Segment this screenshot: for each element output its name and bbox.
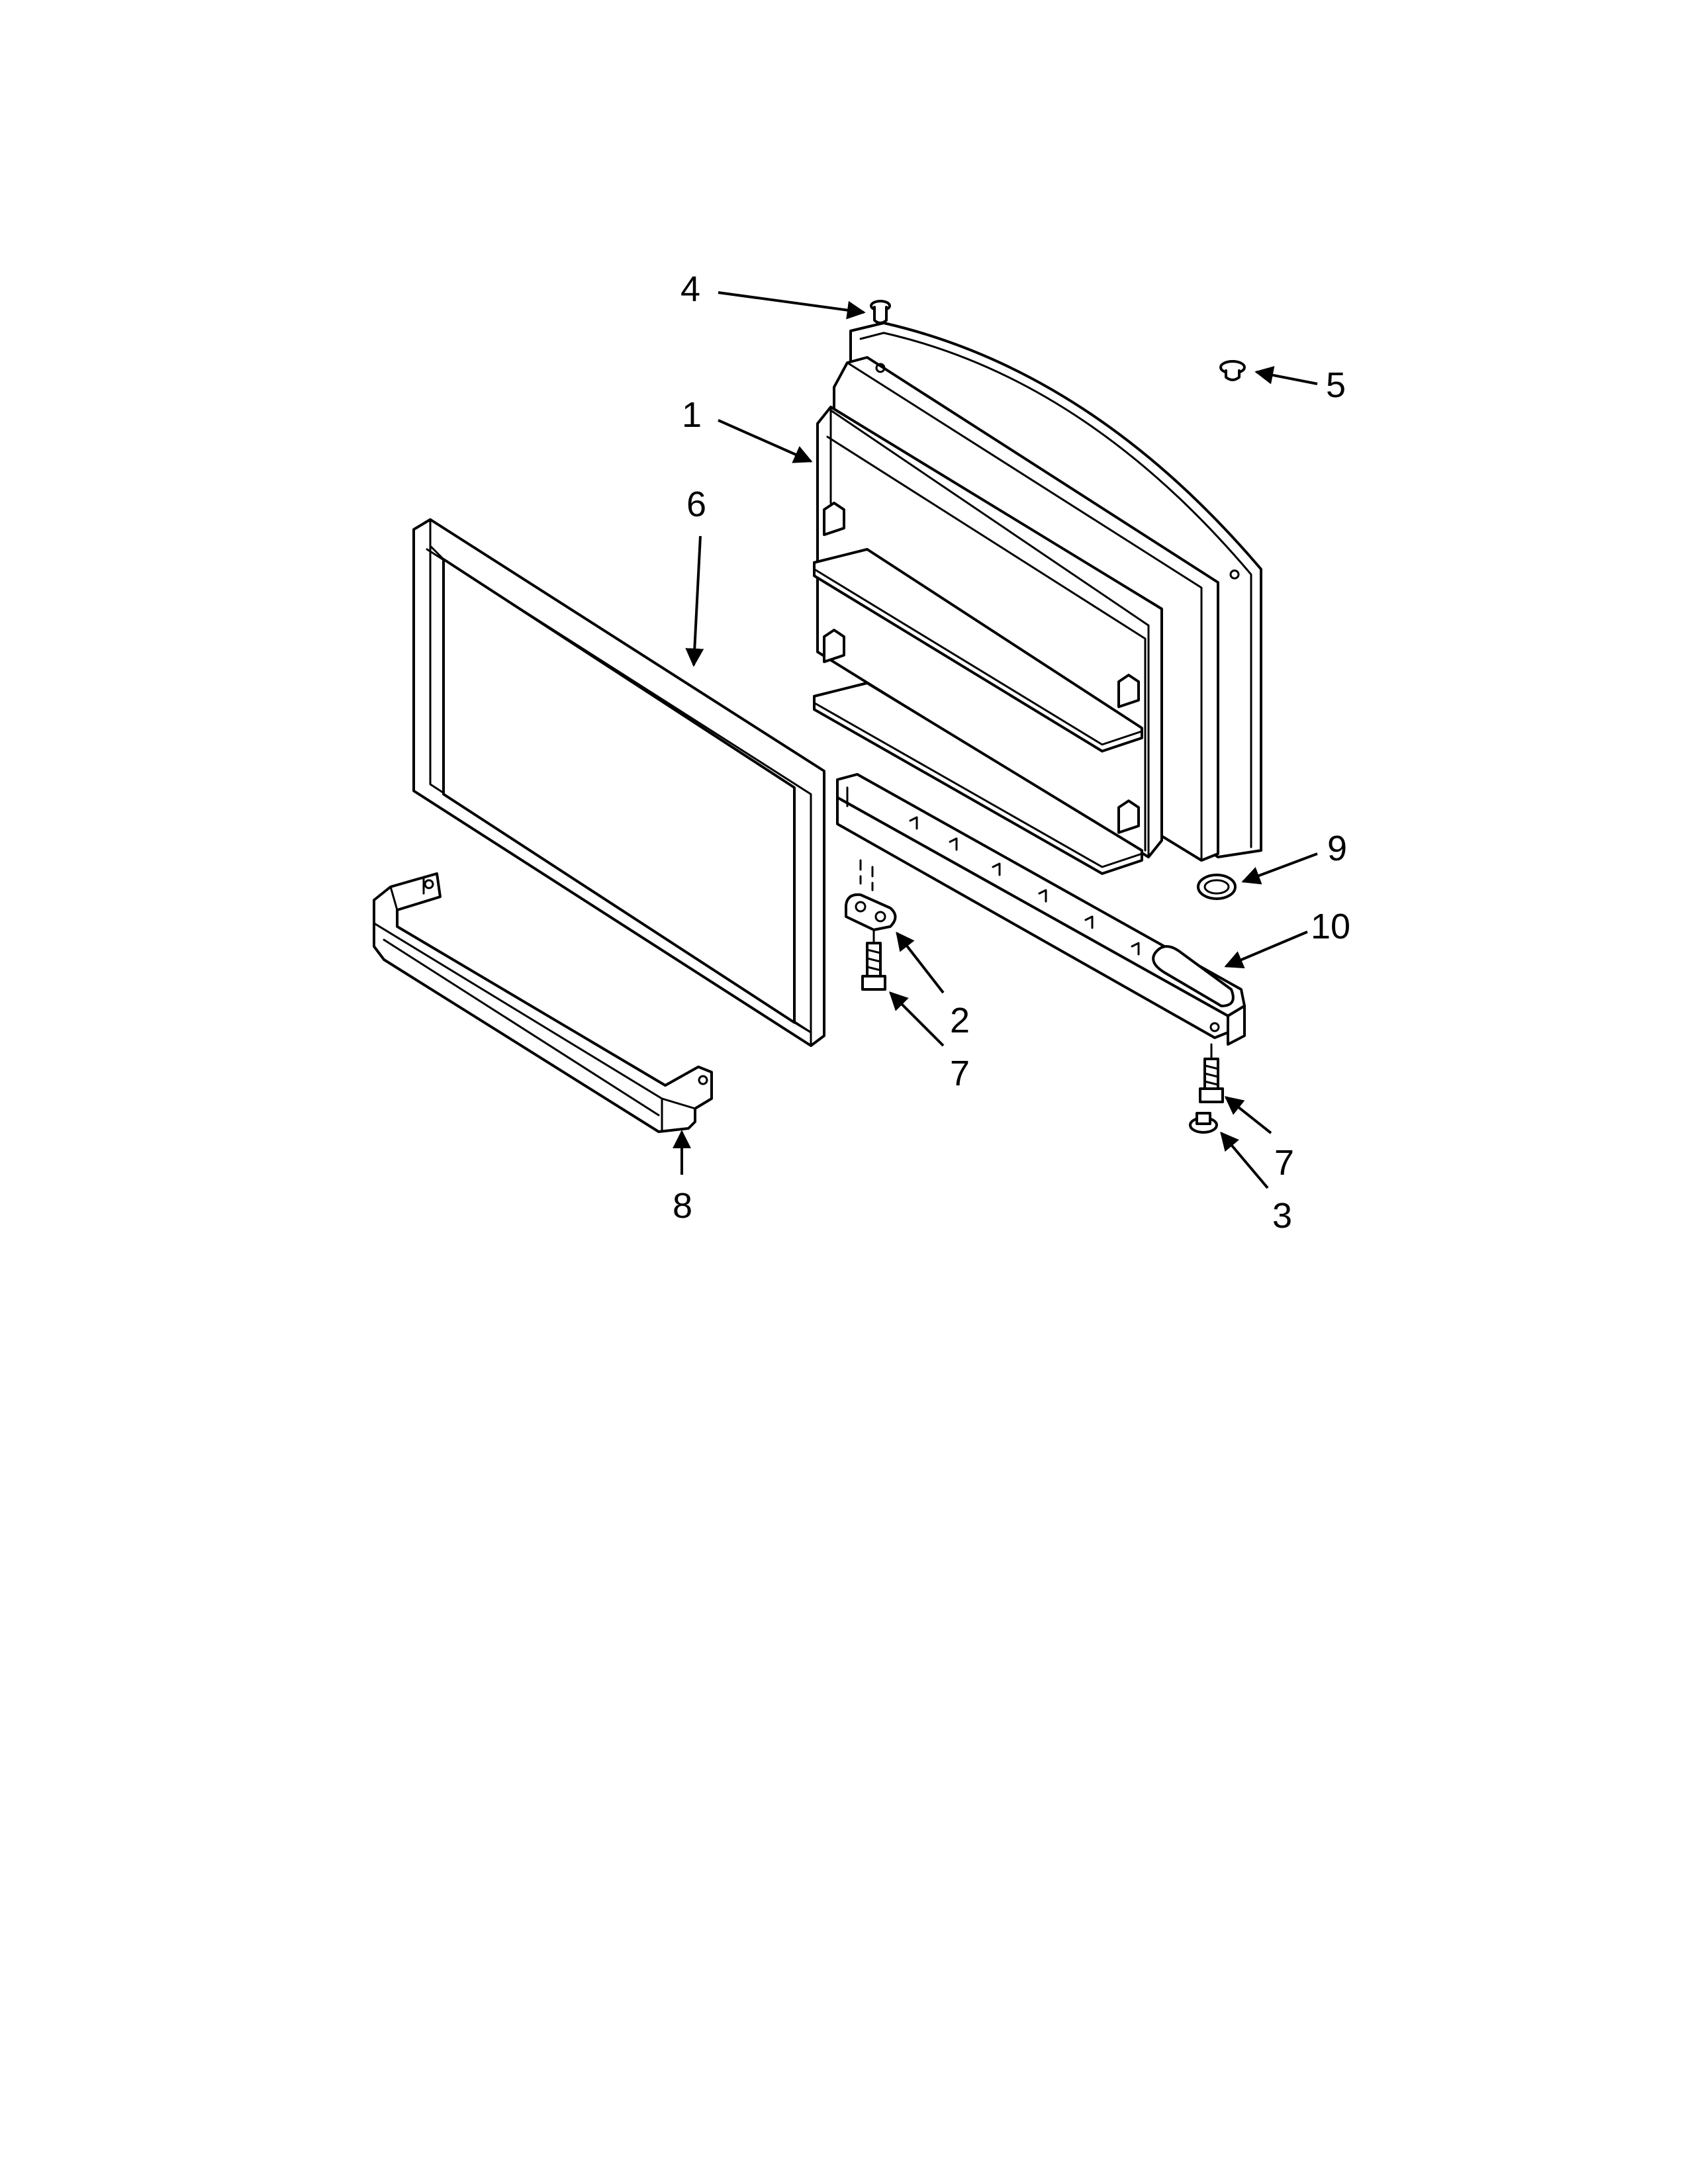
plug-part-5 (1219, 360, 1246, 381)
screw-part-7-left (861, 929, 886, 991)
grommet-part-9 (1197, 874, 1237, 900)
leader-lines (673, 291, 1318, 1189)
callout-2: 2 (950, 1001, 970, 1040)
callout-8: 8 (673, 1186, 692, 1226)
callout-6: 6 (686, 484, 706, 524)
door-liner-part-1 (813, 322, 1262, 875)
callout-3: 3 (1272, 1196, 1292, 1236)
hinge-pin-part-4 (870, 300, 891, 324)
door-trim-part-10 (836, 773, 1246, 1046)
callout-7-left: 7 (950, 1054, 970, 1093)
nut-part-3 (1189, 1112, 1218, 1134)
callout-10: 10 (1311, 907, 1350, 946)
hinge-bracket-part-2 (845, 859, 897, 931)
callout-1: 1 (682, 395, 702, 435)
door-gasket-part-6 (412, 518, 825, 1047)
door-handle-part-8 (373, 872, 713, 1133)
callout-4: 4 (680, 269, 700, 309)
screw-part-7-right (1199, 1043, 1224, 1103)
callout-9: 9 (1327, 829, 1347, 868)
callout-7-right: 7 (1274, 1143, 1294, 1183)
callout-5: 5 (1326, 365, 1346, 405)
callout-labels: 4 1 6 5 9 10 2 7 7 3 8 (673, 269, 1350, 1236)
